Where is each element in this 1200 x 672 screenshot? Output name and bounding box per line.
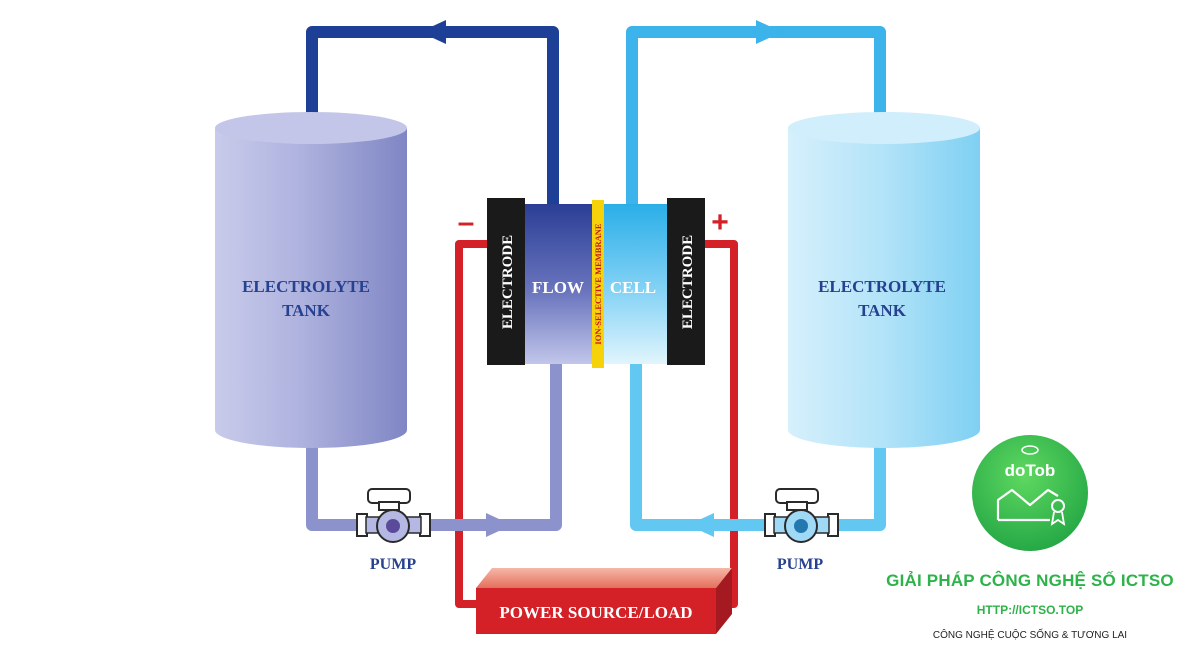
right-half-cell — [603, 204, 667, 364]
logo-text: doTob — [1005, 461, 1056, 480]
left-tank-label-line1: ELECTROLYTE — [242, 277, 370, 296]
left-bottom-pipe — [306, 340, 562, 531]
positive-wire — [704, 240, 738, 608]
membrane-label: ION-SELECTIVE MEMBRANE — [593, 223, 603, 344]
membrane — [592, 200, 604, 368]
brand-url[interactable]: HTTP://ICTSO.TOP — [976, 603, 1084, 617]
right-top-arrow — [756, 20, 782, 44]
right-pump-label: PUMP — [777, 556, 823, 573]
flow-cell: ION-SELECTIVE MEMBRANE ELECTRODE ELECTRO… — [487, 198, 705, 368]
left-pump-label: PUMP — [370, 556, 416, 573]
left-top-arrow — [420, 20, 446, 44]
right-pump — [764, 488, 839, 543]
right-electrolyte-tank: ELECTROLYTE TANK — [788, 112, 980, 448]
right-electrode-label: ELECTRODE — [680, 235, 696, 329]
left-half-cell — [525, 204, 593, 364]
left-bottom-arrow — [486, 513, 512, 537]
flow-label: FLOW — [532, 278, 584, 297]
negative-wire — [455, 240, 487, 608]
right-tank-label-line1: ELECTROLYTE — [818, 277, 946, 296]
left-electrode — [487, 198, 525, 365]
negative-sign: – — [458, 206, 475, 239]
brand-tagline: CÔNG NGHỆ CUỘC SỐNG & TƯƠNG LAI — [932, 630, 1128, 641]
brand-title: GIẢI PHÁP CÔNG NGHỆ SỐ ICTSO — [886, 571, 1174, 590]
right-bottom-pipe — [630, 340, 886, 531]
right-bottom-arrow — [688, 513, 714, 537]
left-pump — [356, 488, 431, 543]
left-electrode-label: ELECTRODE — [500, 235, 516, 329]
left-tank-label-line2: TANK — [282, 301, 331, 320]
right-tank-label-line2: TANK — [858, 301, 907, 320]
power-source-load: POWER SOURCE/LOAD — [476, 568, 732, 634]
left-electrolyte-tank: ELECTROLYTE TANK — [215, 112, 407, 448]
power-label: POWER SOURCE/LOAD — [499, 603, 692, 622]
positive-sign: + — [711, 206, 729, 239]
right-electrode — [667, 198, 705, 365]
cell-label: CELL — [610, 278, 656, 297]
brand-logo: doTob — [972, 435, 1088, 551]
